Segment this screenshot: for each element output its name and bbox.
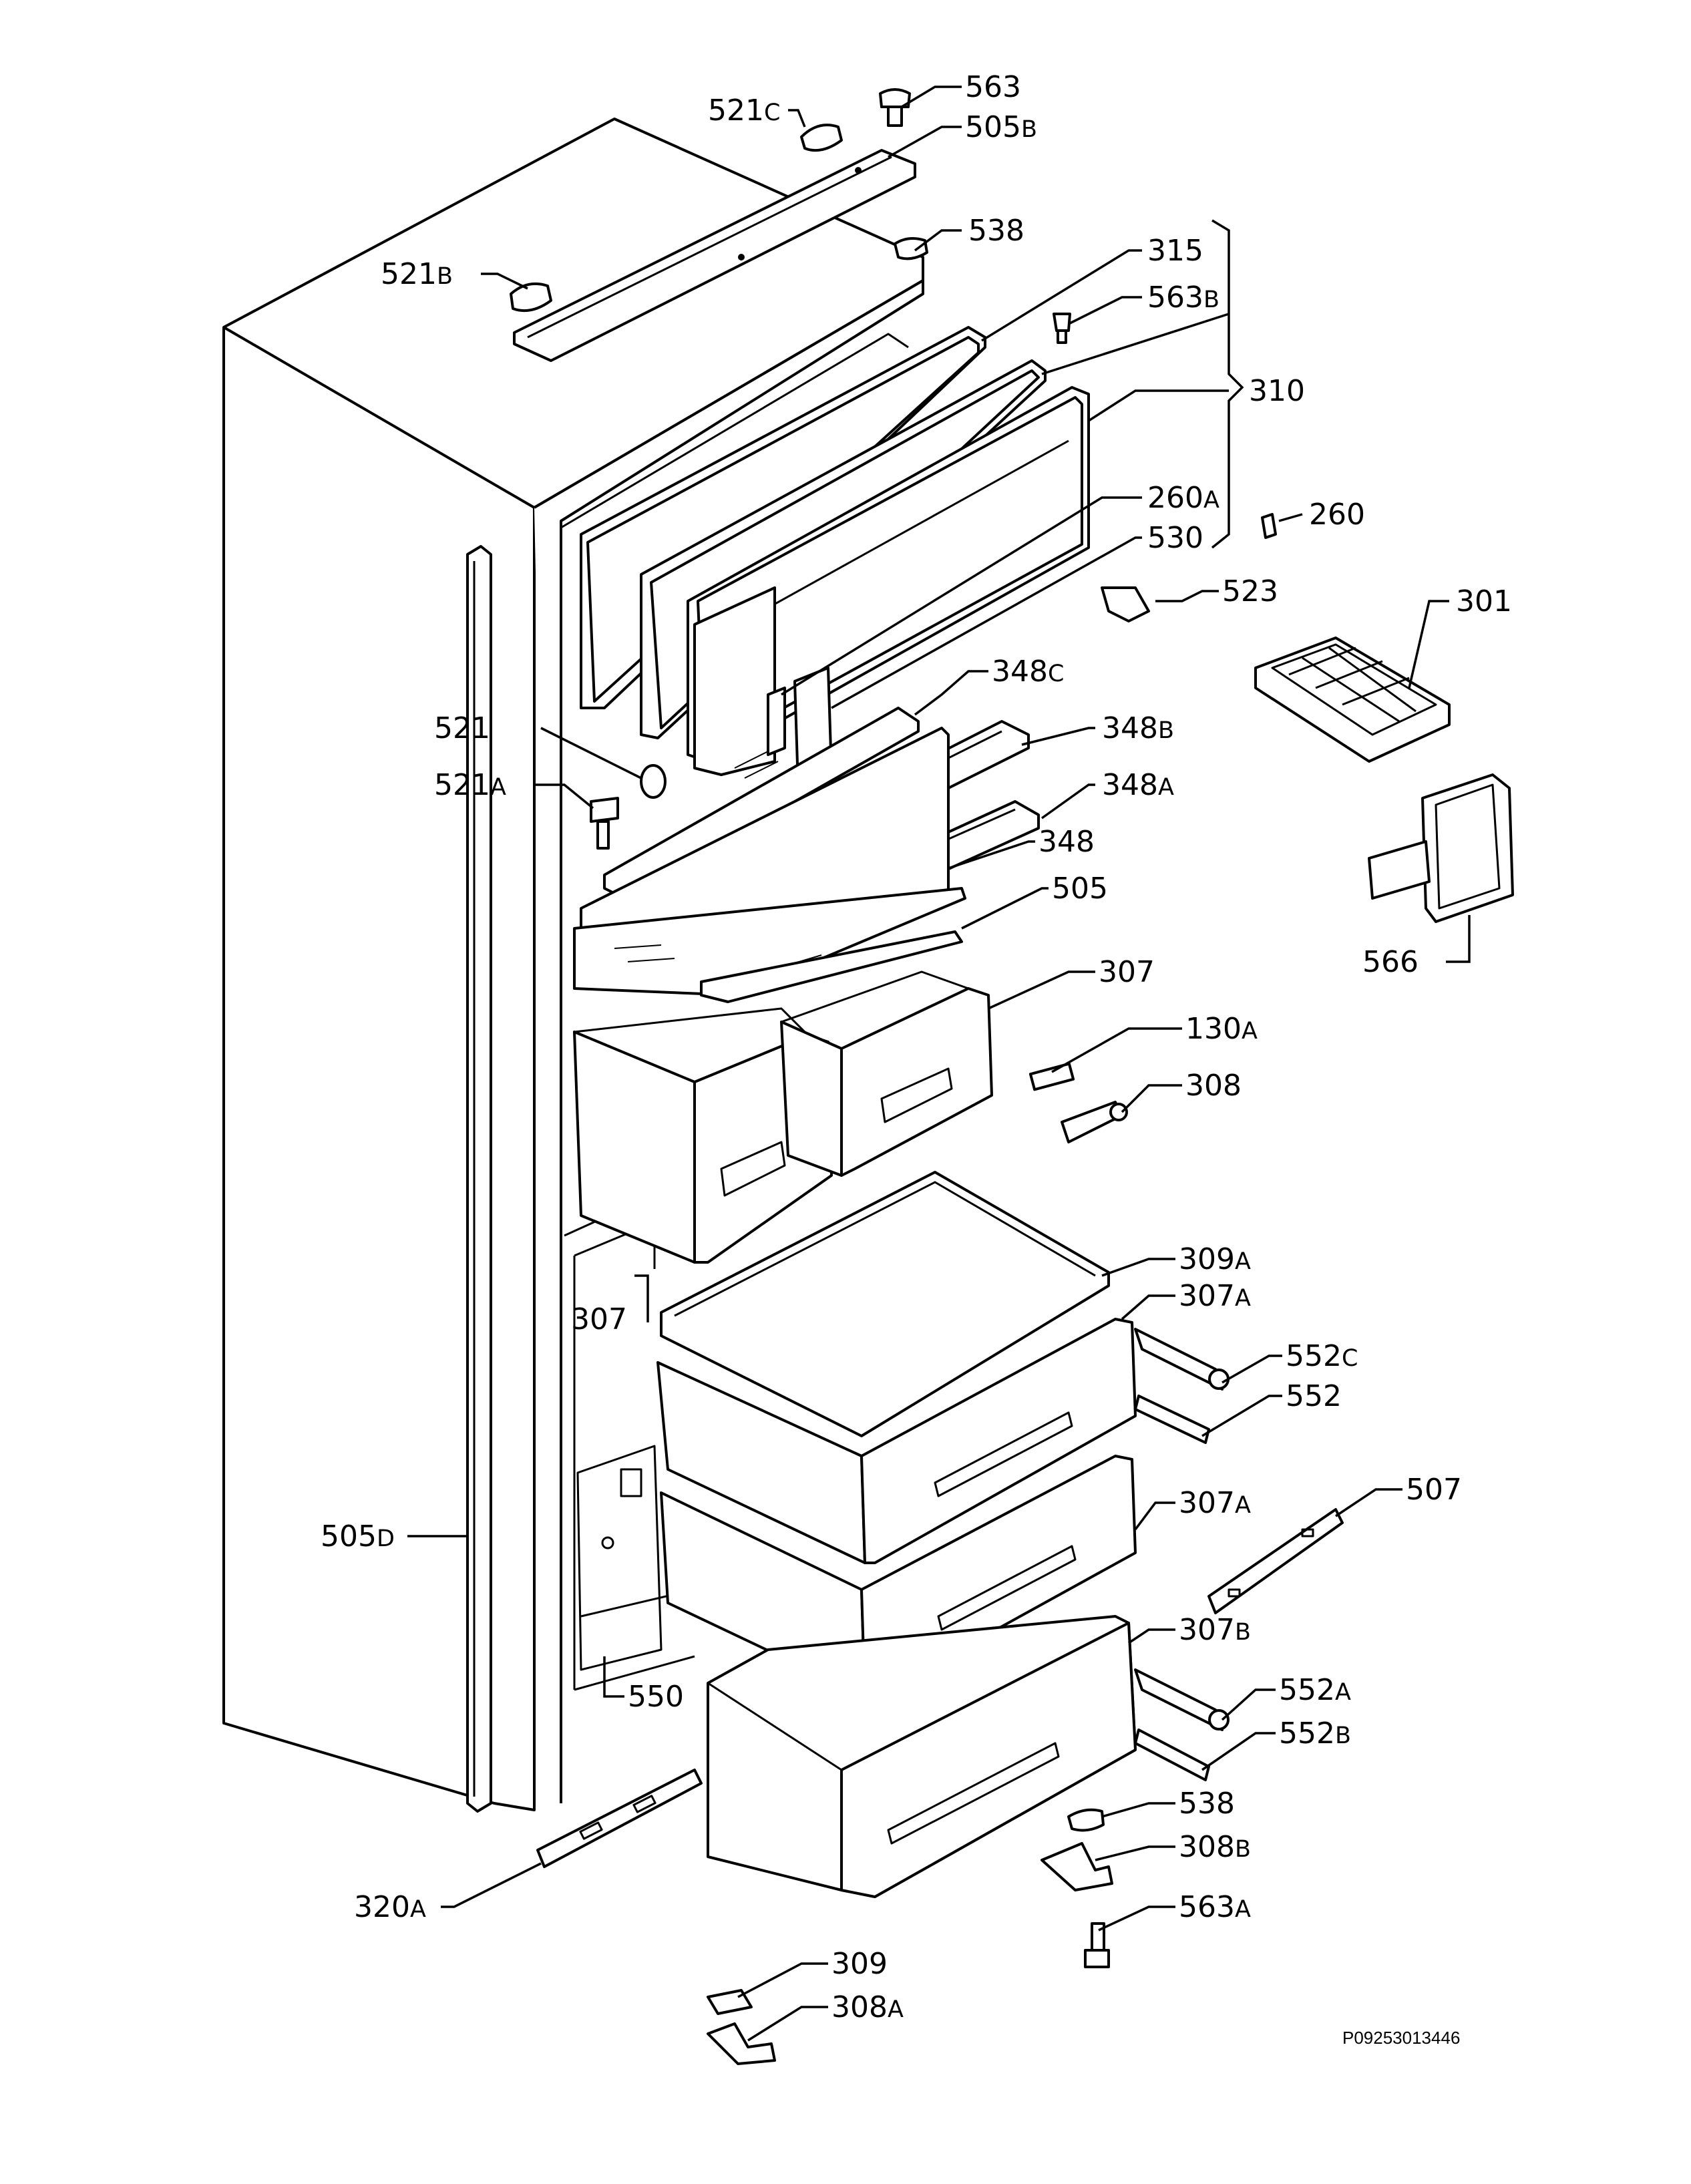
callout-521b: 521B [381, 257, 453, 291]
callout-315: 315 [1147, 234, 1203, 268]
callout-552: 552 [1286, 1379, 1342, 1413]
callout-538-bottom: 538 [1179, 1787, 1235, 1821]
callout-563: 563 [965, 70, 1021, 104]
support-521a [590, 797, 619, 850]
callout-308a: 308A [831, 1990, 904, 2024]
ice-cube-tray-301 [1254, 636, 1451, 763]
rail-552 [1134, 1395, 1210, 1444]
callout-320a: 320A [354, 1890, 426, 1924]
clip-260 [1261, 513, 1277, 539]
callout-309a: 309A [1179, 1242, 1251, 1276]
callout-307a-2: 307A [1179, 1486, 1251, 1520]
callout-563a: 563A [1179, 1890, 1251, 1924]
callout-308: 308 [1185, 1069, 1242, 1103]
rail-552a [1134, 1668, 1230, 1731]
rail-552c [1134, 1328, 1230, 1391]
callout-538-top: 538 [968, 214, 1024, 248]
callout-308b: 308B [1179, 1830, 1251, 1864]
callout-260a: 260A [1147, 481, 1219, 515]
callout-labels: 563 521C 505B 538 521B 315 563B 310 260A… [321, 70, 1512, 2024]
lamp-holder-523 [1101, 586, 1150, 622]
callout-530: 530 [1147, 521, 1203, 555]
fridge-cabinet [222, 118, 924, 1811]
callout-505: 505 [1052, 872, 1108, 906]
callout-307a-1: 307A [1179, 1279, 1251, 1313]
callout-507: 507 [1406, 1473, 1462, 1507]
leader-lines [407, 85, 1471, 2042]
callout-348: 348 [1039, 825, 1095, 859]
rail-320a [536, 1769, 703, 1868]
glass-cover-309a [660, 1171, 1110, 1437]
callout-301: 301 [1456, 584, 1512, 618]
support-521 [640, 764, 667, 799]
callout-309: 309 [831, 1947, 888, 1981]
cap-521c [800, 124, 843, 152]
callout-523: 523 [1222, 574, 1278, 608]
hinge-538-bottom [1067, 1808, 1105, 1832]
hinge-538-top [894, 236, 928, 260]
hinge-308b [1041, 1842, 1113, 1891]
bracket-507 [1207, 1508, 1344, 1614]
callout-505d: 505D [321, 1519, 395, 1554]
hinge-bracket-260a [767, 687, 786, 756]
callout-307-upper: 307 [1099, 955, 1155, 989]
drawer-307-right [780, 970, 993, 1177]
callout-552a: 552A [1279, 1673, 1351, 1707]
callout-521a: 521A [434, 768, 506, 802]
pin-563a [1084, 1922, 1110, 1968]
callout-563b: 563B [1147, 281, 1219, 315]
callout-348a: 348A [1102, 768, 1174, 802]
callout-521: 521 [434, 711, 490, 745]
document-number: P09253013446 [1342, 2028, 1460, 2048]
callout-552c: 552C [1286, 1339, 1358, 1373]
ice-scraper-566 [1368, 773, 1514, 923]
callout-310: 310 [1249, 374, 1305, 408]
callout-550: 550 [628, 1680, 684, 1714]
callout-566: 566 [1362, 945, 1419, 979]
screw-563b [1053, 313, 1071, 344]
door-seal-505d [466, 545, 492, 1813]
drawer-307b [707, 1615, 1137, 1898]
callout-130a: 130A [1185, 1012, 1258, 1046]
callout-307-left: 307 [571, 1302, 627, 1336]
drawer-307a-upper [656, 1318, 1137, 1564]
shelf-348c [603, 707, 920, 900]
glass-shelf-505 [573, 887, 966, 1003]
callout-505b: 505B [965, 110, 1037, 144]
pin-563 [879, 88, 911, 127]
hinge-130a [1028, 1062, 1075, 1091]
top-hinge-cover-505b [513, 149, 916, 362]
bracket-310 [1211, 219, 1244, 549]
callout-552b: 552B [1279, 1716, 1351, 1751]
hinge-308a [707, 2022, 776, 2065]
callout-307b: 307B [1179, 1613, 1251, 1647]
rail-552b [1134, 1728, 1210, 1781]
hinge-308 [1061, 1101, 1128, 1143]
callout-521c: 521C [708, 94, 780, 128]
callout-260: 260 [1309, 498, 1365, 532]
callout-348b: 348B [1102, 711, 1174, 745]
callout-348c: 348C [992, 655, 1064, 689]
